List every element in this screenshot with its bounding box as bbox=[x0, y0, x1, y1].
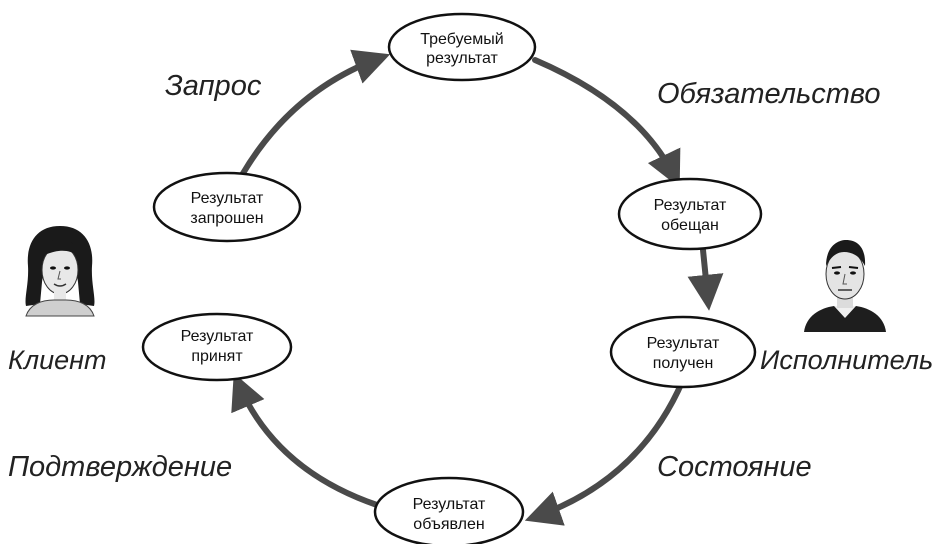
loop-arrows bbox=[231, 49, 724, 526]
phase-label-request: Запрос bbox=[165, 70, 262, 102]
node-promised-line2: обещан bbox=[661, 217, 719, 234]
arrow-promised-to-received bbox=[687, 247, 724, 311]
node-required-line1: Требуемый bbox=[420, 31, 503, 48]
node-requested-line2: запрошен bbox=[190, 210, 263, 227]
node-required-result: Требуемый результат bbox=[387, 12, 537, 82]
node-required-line2: результат bbox=[426, 50, 498, 67]
node-received-line1: Результат bbox=[647, 335, 720, 352]
phase-label-confirmation: Подтверждение bbox=[8, 451, 232, 483]
node-result-received: Результат получен bbox=[609, 315, 757, 389]
node-declared-line1: Результат bbox=[413, 496, 486, 513]
node-accepted-line1: Результат bbox=[181, 328, 254, 345]
node-declared-line2: объявлен bbox=[413, 516, 484, 533]
performer-portrait-icon bbox=[804, 240, 886, 332]
arrow-request bbox=[239, 49, 391, 178]
client-portrait-icon bbox=[25, 226, 95, 317]
role-label-performer: Исполнитель bbox=[760, 345, 933, 375]
node-result-declared: Результат объявлен bbox=[373, 476, 525, 544]
node-accepted-line2: принят bbox=[191, 348, 243, 365]
phase-label-state: Состояние bbox=[657, 451, 812, 483]
node-promised-line1: Результат bbox=[654, 197, 727, 214]
node-received-line2: получен bbox=[653, 355, 714, 372]
node-requested-line1: Результат bbox=[191, 190, 264, 207]
arrow-commitment bbox=[532, 57, 681, 188]
node-result-promised: Результат обещан bbox=[617, 177, 763, 251]
node-result-requested: Результат запрошен bbox=[152, 171, 302, 243]
arrow-state bbox=[524, 377, 686, 526]
role-label-client: Клиент bbox=[8, 345, 107, 375]
node-result-accepted: Результат принят bbox=[141, 312, 293, 382]
phase-label-commitment: Обязательство bbox=[657, 78, 881, 110]
arrow-confirmation bbox=[231, 373, 380, 508]
